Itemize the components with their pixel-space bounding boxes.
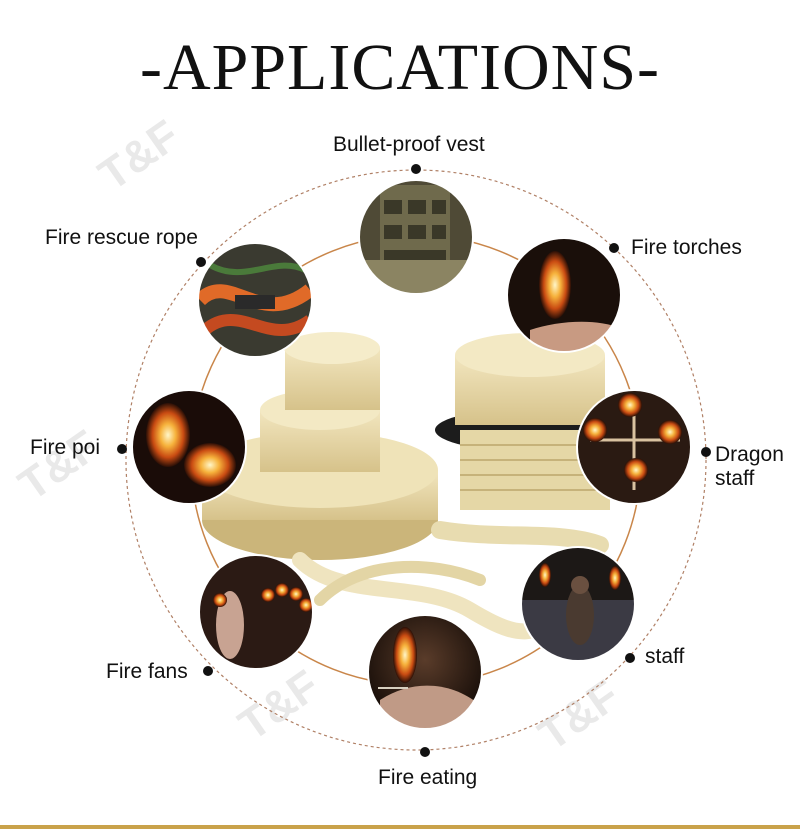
label-fire-torches: Fire torches [631, 236, 742, 259]
label-staff: staff [645, 645, 685, 668]
label-dragon-staff: Dragon staff [715, 443, 784, 490]
label-fire-poi: Fire poi [30, 436, 101, 459]
fire-poi-photo [131, 389, 247, 505]
outer-dashed-ring [125, 169, 707, 751]
label-fire-eating: Fire eating [378, 766, 478, 789]
label-fire-fans: Fire fans [106, 660, 188, 683]
marker-dot-staff [625, 653, 635, 663]
bullet-proof-vest-photo [358, 179, 474, 295]
rescue-rope-photo [197, 242, 313, 358]
marker-dot-fire-poi [117, 444, 127, 454]
bottom-accent-line [0, 825, 800, 829]
fire-staff-photo [520, 546, 636, 662]
fire-eating-photo [367, 614, 483, 730]
fire-fans-photo [198, 554, 314, 670]
marker-dot-fire-rescue-rope [196, 257, 206, 267]
marker-dot-dragon-staff [701, 447, 711, 457]
label-fire-rescue-rope: Fire rescue rope [45, 226, 198, 249]
marker-dot-bullet-proof-vest [411, 164, 421, 174]
label-bullet-proof-vest: Bullet-proof vest [333, 133, 485, 156]
fire-torch-photo [506, 237, 622, 353]
page-title: -APPLICATIONS- [139, 31, 661, 104]
marker-dot-fire-torches [609, 243, 619, 253]
dragon-staff-photo [576, 389, 692, 505]
marker-dot-fire-fans [203, 666, 213, 676]
marker-dot-fire-eating [420, 747, 430, 757]
